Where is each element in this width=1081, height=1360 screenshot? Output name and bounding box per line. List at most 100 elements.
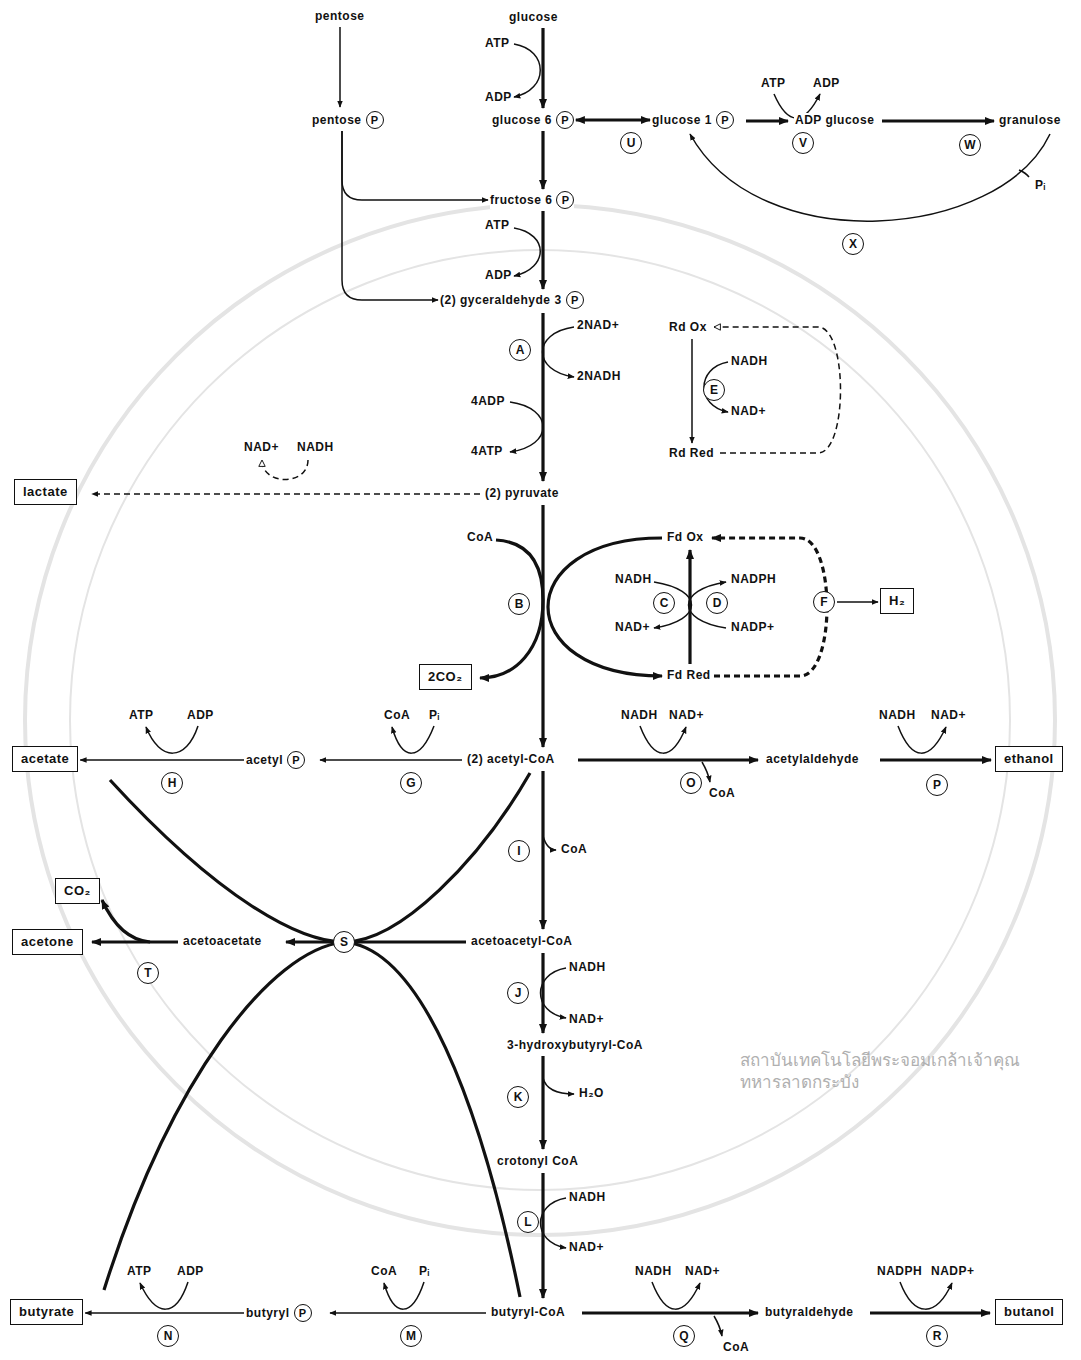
enzyme-letter: R: [933, 1330, 942, 1342]
phosphate-circle: P: [366, 111, 384, 129]
pathway-label: NAD+: [568, 1240, 605, 1255]
enzyme-letter: G: [406, 777, 415, 789]
product-box: CO₂: [55, 878, 100, 904]
pathway-label: ADP: [484, 90, 513, 105]
pathway-label: ATP: [760, 76, 787, 91]
pathway-label: 2NADH: [576, 369, 622, 384]
pathway-label: CoA: [722, 1340, 750, 1355]
pathway-label: NADPH: [876, 1264, 923, 1279]
pathway-label: NADH: [568, 960, 607, 975]
enzyme-circle: D: [706, 592, 728, 614]
metabolite-name: glucose 1: [652, 111, 712, 129]
cofactor-curl: [514, 228, 540, 276]
enzyme-letter: D: [713, 597, 722, 609]
phosphate-node: butyrylP: [246, 1304, 312, 1322]
pathway-arrow: [691, 339, 693, 443]
pathway-arrow: [690, 134, 1050, 221]
pathway-arrow: [870, 1311, 990, 1314]
pathway-label: ATP: [126, 1264, 153, 1279]
cofactor-curl: [543, 1078, 574, 1094]
product-name: butanol: [1004, 1304, 1054, 1320]
pathway-label: NADP+: [930, 1264, 976, 1279]
enzyme-letter: E: [710, 384, 718, 396]
product-box: ethanol: [995, 746, 1063, 772]
pathway-label: NADH: [620, 708, 659, 723]
product-box: acetate: [12, 746, 78, 772]
metabolite-name: pentose: [312, 111, 362, 129]
metabolite-name: (2) gyceraldehyde 3: [440, 291, 562, 309]
pathway-arrow: [746, 119, 788, 122]
enzyme-letter: M: [406, 1330, 416, 1342]
enzyme-letter: H: [168, 777, 177, 789]
phosphate-node: (2) gyceraldehyde 3P: [440, 291, 584, 309]
pathway-label: ADP: [484, 268, 513, 283]
cofactor-curl: [543, 836, 556, 850]
pathway-label: CoA: [466, 530, 494, 545]
enzyme-letter: Q: [679, 1330, 688, 1342]
connector: [342, 131, 438, 300]
dashed-arrow: [714, 327, 841, 453]
pathway-label: ATP: [484, 36, 511, 51]
pathway-arrow: [102, 900, 150, 942]
pathway-arrow: [286, 940, 466, 943]
phosphate-node: pentoseP: [312, 111, 384, 129]
pathway-label: NADH: [730, 354, 769, 369]
connector: [85, 1312, 244, 1314]
product-name: acetate: [21, 751, 69, 767]
pathway-label: ATP: [484, 218, 511, 233]
pathway-curve: [496, 540, 543, 600]
enzyme-letter: C: [660, 597, 669, 609]
pathway-label: NADH: [614, 572, 653, 587]
connector: [576, 118, 650, 121]
pathway-arrow: [882, 119, 994, 122]
enzyme-letter: N: [164, 1330, 173, 1342]
enzyme-circle: S: [333, 931, 355, 953]
phosphate-circle: P: [294, 1304, 312, 1322]
pathway-arrow: [541, 1056, 544, 1149]
enzyme-letter: V: [799, 137, 807, 149]
enzyme-circle: A: [509, 339, 531, 361]
cofactor-curl: [510, 402, 543, 452]
pathway-label: pentose: [314, 9, 366, 24]
pathway-label: ATP: [128, 708, 155, 723]
pathway-label: Pᵢ: [428, 708, 441, 723]
product-box: lactate: [14, 479, 77, 505]
pathway-label: NAD+: [668, 708, 705, 723]
pathway-arrow: [92, 940, 178, 943]
pathway-label: butyryl-CoA: [490, 1305, 566, 1320]
enzyme-letter: F: [820, 596, 827, 608]
enzyme-letter: K: [514, 1091, 523, 1103]
product-name: acetone: [21, 934, 74, 950]
enzyme-circle: F: [813, 591, 835, 613]
pathway-arrow: [880, 758, 991, 761]
metabolite-name: glucose 6: [492, 111, 552, 129]
pathway-arrow: [330, 1312, 486, 1314]
product-name: butyrate: [19, 1304, 74, 1320]
product-name: 2CO₂: [428, 669, 463, 685]
product-name: lactate: [23, 484, 68, 500]
pathway-label: H₂O: [578, 1086, 605, 1101]
pathway-label: glucose: [508, 10, 559, 25]
enzyme-circle: B: [508, 593, 530, 615]
pathway-label: NAD+: [730, 404, 767, 419]
pathway-label: granulose: [998, 113, 1062, 128]
enzyme-circle: X: [842, 233, 864, 255]
pathway-label: butyraldehyde: [764, 1305, 855, 1320]
pathway-label: CoA: [370, 1264, 398, 1279]
product-name: ethanol: [1004, 751, 1054, 767]
enzyme-circle: E: [703, 379, 725, 401]
pathway-label: Pᵢ: [1034, 178, 1047, 193]
seal-ring: [25, 205, 1055, 1235]
cofactor-curl: [900, 1282, 952, 1309]
enzyme-circle: V: [792, 132, 814, 154]
enzyme-circle: M: [400, 1325, 422, 1347]
pathway-label: 4ATP: [470, 444, 504, 459]
enzyme-circle: Q: [673, 1325, 695, 1347]
pathway-label: NAD+: [930, 708, 967, 723]
connector: [80, 759, 244, 761]
pathway-label: 4ADP: [470, 394, 506, 409]
enzyme-circle: P: [926, 774, 948, 796]
enzyme-letter: J: [515, 987, 522, 999]
enzyme-circle: L: [517, 1211, 539, 1233]
enzyme-circle: C: [653, 592, 675, 614]
